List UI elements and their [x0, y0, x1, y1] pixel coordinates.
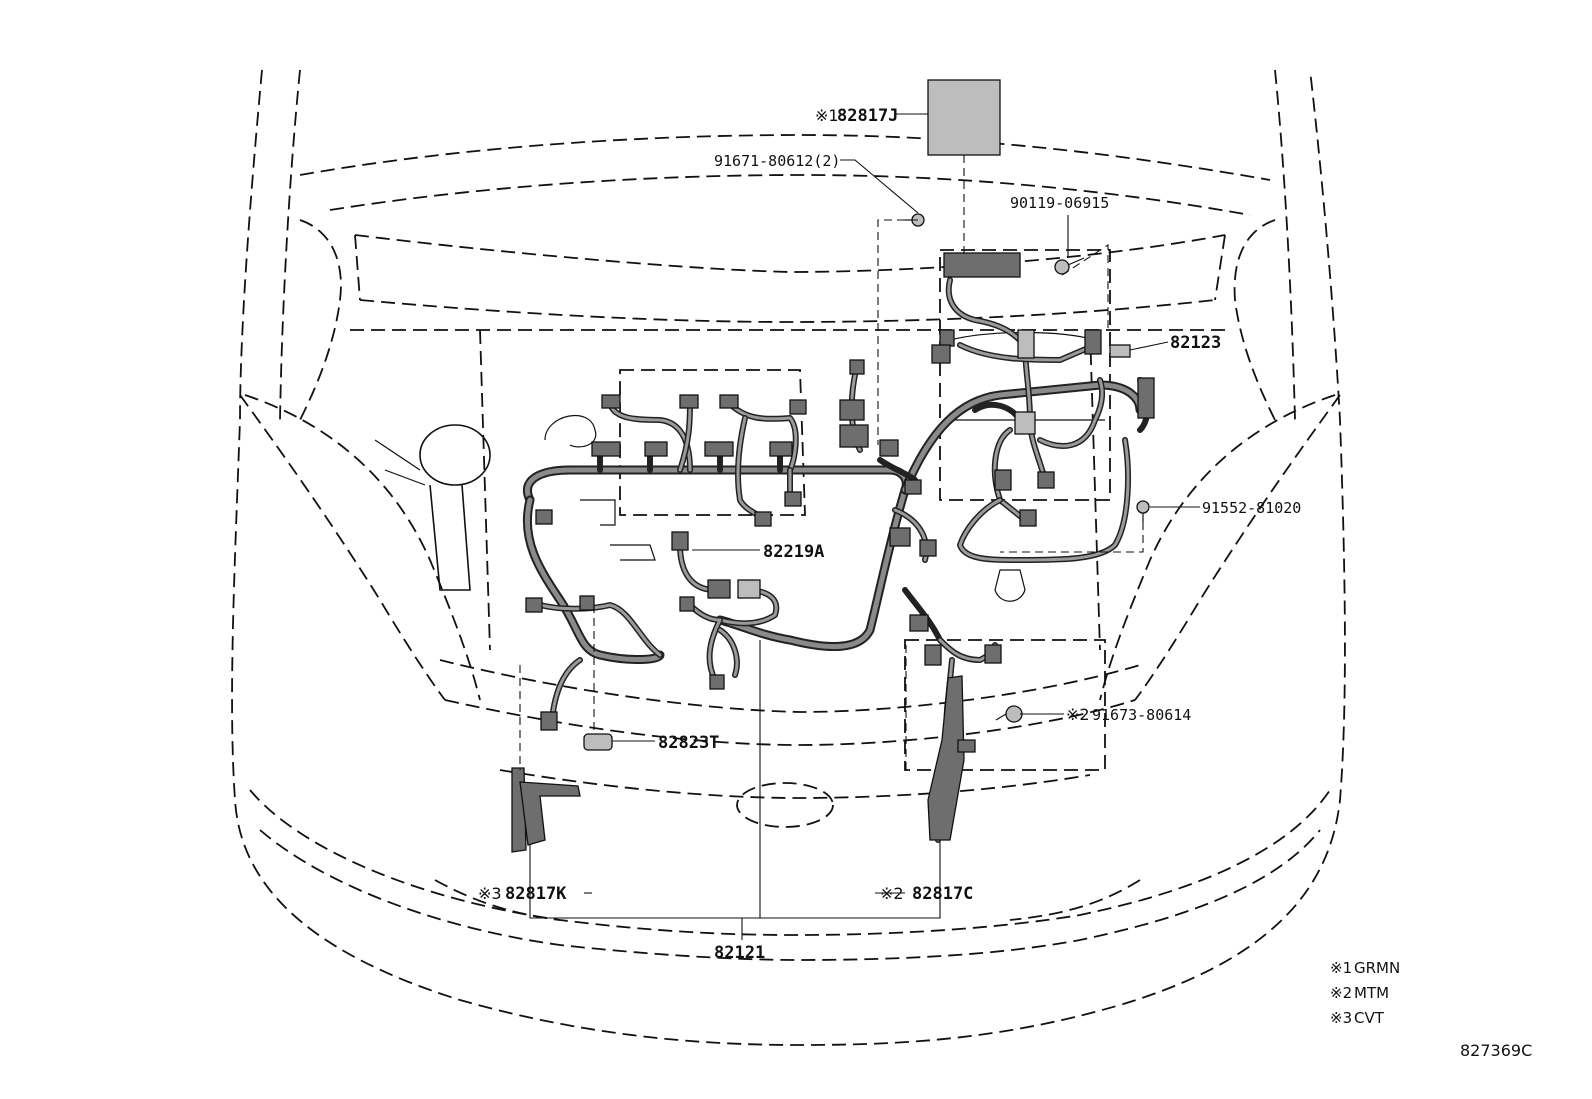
callout-82121: 82121 [714, 943, 765, 963]
callout-82123: 82123 [1170, 333, 1221, 353]
callout-91673-80614: 91673-80614 [1092, 706, 1191, 724]
legend-label-3: CVT [1354, 1009, 1385, 1027]
legend: ※1 GRMN ※2 MTM ※3 CVT [1330, 959, 1400, 1027]
callout-82219A: 82219A [763, 542, 824, 562]
bracket-82817C [927, 675, 976, 841]
callout-90119-06915: 90119-06915 [1010, 194, 1109, 212]
callout-82823T: 82823T [658, 733, 719, 753]
legend-mark-3: ※3 [1330, 1009, 1352, 1027]
callout-82817C: 82817C [912, 884, 973, 904]
legend-label-2: MTM [1354, 984, 1389, 1002]
harness-connectors [525, 252, 1155, 751]
legend-mark-1: ※1 [1330, 959, 1352, 977]
callout-91671-80612: 91671-80612(2) [714, 152, 840, 170]
callout-82817C-mark: ※2 [880, 884, 904, 903]
callout-91673-80614-mark: ※2 [1066, 705, 1090, 724]
hardware-parts [905, 79, 1150, 723]
leader-lines [519, 113, 1200, 940]
callout-82817K-mark: ※3 [478, 884, 502, 903]
legend-label-1: GRMN [1354, 959, 1400, 977]
bracket-82817K [511, 767, 581, 853]
callout-82817K: 82817K [505, 884, 567, 904]
callout-91552-81020: 91552-81020 [1202, 499, 1301, 517]
callout-82817J-mark: ※1 [815, 106, 839, 125]
diagram-reference-number: 827369C [1460, 1041, 1532, 1060]
vehicle-body-outline [231, 69, 1346, 1046]
wire-harness-82121 [522, 380, 1145, 665]
legend-mark-2: ※2 [1330, 984, 1352, 1002]
callout-labels: ※1 82817J 91671-80612(2) 90119-06915 821… [478, 106, 1301, 963]
callout-82817J: 82817J [837, 106, 898, 126]
